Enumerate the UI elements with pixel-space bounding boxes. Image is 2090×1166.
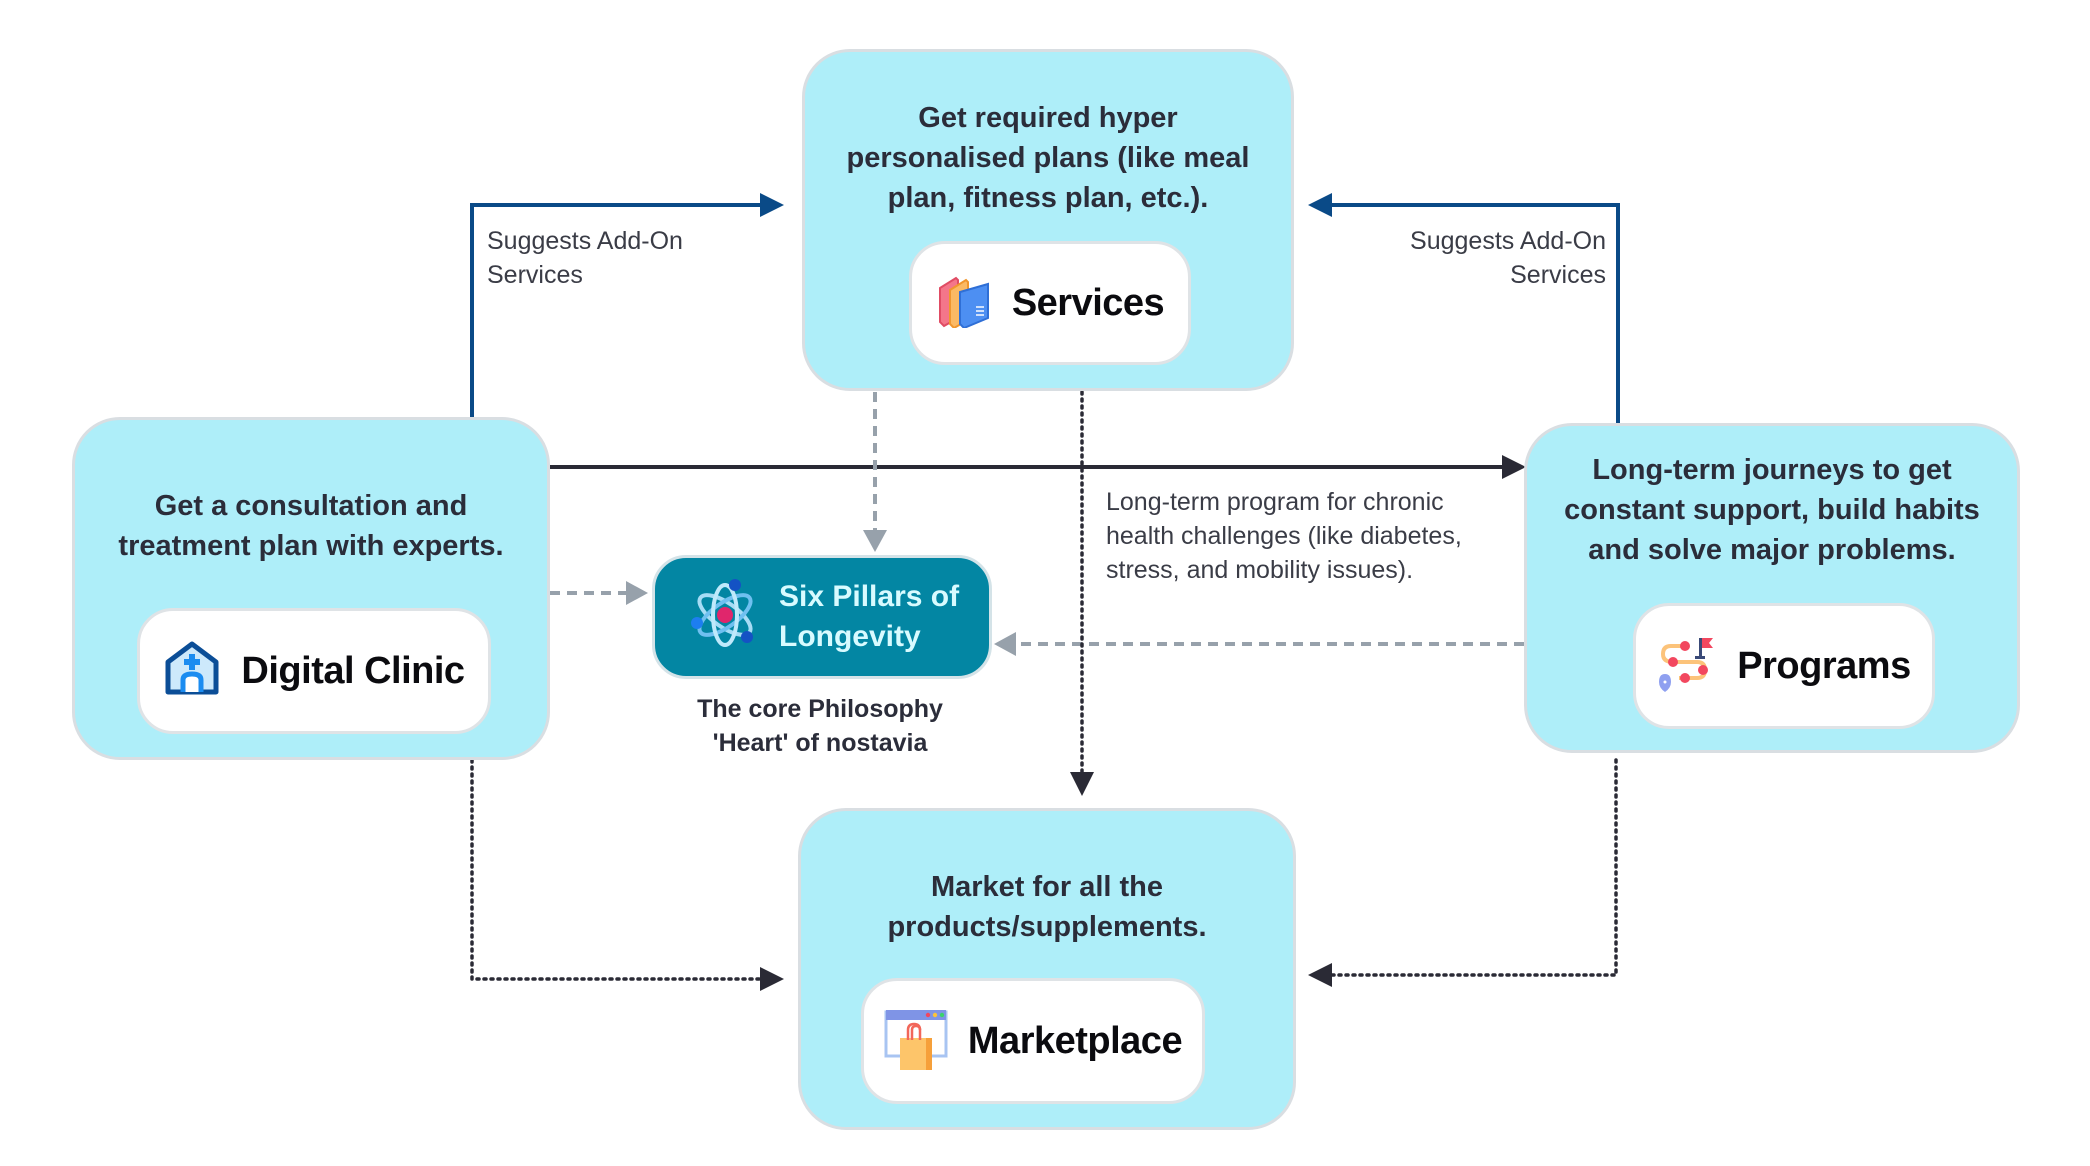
edge-label-line: health challenges (like diabetes, xyxy=(1106,522,1462,550)
six-pillars-label: Six Pillars of Longevity xyxy=(779,577,959,657)
digital-clinic-description-line: Get a consultation and xyxy=(154,490,468,522)
arrow-programs-to-core xyxy=(994,632,1524,656)
edge-label-line: Suggests Add-On xyxy=(487,227,683,255)
edge-label-line: Suggests Add-On xyxy=(1410,227,1606,255)
programs-description-line: and solve major problems. xyxy=(1588,534,1956,566)
six-pillars-label-line: Longevity xyxy=(779,620,921,653)
edge-label-clinic-to-services: Suggests Add-On Services xyxy=(487,224,683,292)
arrow-services-to-core xyxy=(863,392,887,552)
services-pill[interactable]: Services xyxy=(909,241,1191,365)
marketplace-description: Market for all the products/supplements. xyxy=(801,867,1293,947)
six-pillars-label-line: Six Pillars of xyxy=(779,580,960,613)
edge-label-line: stress, and mobility issues). xyxy=(1106,556,1414,584)
marketplace-description-line: Market for all the xyxy=(930,871,1164,903)
programs-description-line: constant support, build habits xyxy=(1564,494,1980,526)
digital-clinic-label: Digital Clinic xyxy=(241,649,465,692)
programs-description: Long-term journeys to get constant suppo… xyxy=(1527,450,2017,570)
digital-clinic-description: Get a consultation and treatment plan wi… xyxy=(75,486,547,566)
marketplace-label: Marketplace xyxy=(967,1019,1183,1062)
programs-label: Programs xyxy=(1737,644,1911,687)
arrow-clinic-to-services xyxy=(470,193,784,418)
edge-label-line: Services xyxy=(487,261,583,289)
arrow-clinic-to-core xyxy=(550,581,648,605)
services-description-line: personalised plans (like meal xyxy=(846,142,1250,174)
edge-label-programs-to-services: Suggests Add-On Services xyxy=(1410,224,1606,292)
services-label: Services xyxy=(1011,281,1165,324)
six-pillars-node[interactable]: Six Pillars of Longevity xyxy=(652,555,992,679)
edge-label-line: Services xyxy=(1510,261,1606,289)
core-caption-line: 'Heart' of nostavia xyxy=(712,729,928,757)
digital-clinic-pill[interactable]: Digital Clinic xyxy=(137,608,491,734)
digital-clinic-node[interactable]: Get a consultation and treatment plan wi… xyxy=(72,417,550,760)
marketplace-pill[interactable]: Marketplace xyxy=(861,978,1205,1104)
digital-clinic-description-line: treatment plan with experts. xyxy=(118,530,504,562)
arrow-clinic-to-programs xyxy=(548,455,1526,479)
arrow-programs-to-services xyxy=(1308,193,1620,424)
arrow-programs-to-marketplace xyxy=(1308,758,1618,987)
marketplace-description-line: products/supplements. xyxy=(887,911,1207,943)
edge-label-line: Long-term program for chronic xyxy=(1106,488,1444,516)
services-node[interactable]: Get required hyper personalised plans (l… xyxy=(802,49,1294,391)
roadmap-flag-icon xyxy=(1657,634,1717,699)
programs-node[interactable]: Long-term journeys to get constant suppo… xyxy=(1524,423,2020,753)
clinic-house-icon xyxy=(163,640,221,703)
core-caption: The core Philosophy 'Heart' of nostavia xyxy=(660,692,980,760)
programs-description-line: Long-term journeys to get xyxy=(1592,454,1952,486)
marketplace-node[interactable]: Market for all the products/supplements.… xyxy=(798,808,1296,1130)
atom-icon xyxy=(689,577,761,658)
folders-icon xyxy=(936,274,992,333)
arrow-services-to-marketplace xyxy=(1070,390,1094,796)
edge-label-clinic-to-programs: Long-term program for chronic health cha… xyxy=(1106,485,1462,587)
shopping-bag-browser-icon xyxy=(884,1006,948,1077)
services-description: Get required hyper personalised plans (l… xyxy=(805,98,1291,218)
services-description-line: Get required hyper xyxy=(918,102,1178,134)
programs-pill[interactable]: Programs xyxy=(1633,603,1935,729)
core-caption-line: The core Philosophy xyxy=(697,695,943,723)
arrow-clinic-to-marketplace xyxy=(470,758,784,991)
services-description-line: plan, fitness plan, etc.). xyxy=(887,182,1209,214)
